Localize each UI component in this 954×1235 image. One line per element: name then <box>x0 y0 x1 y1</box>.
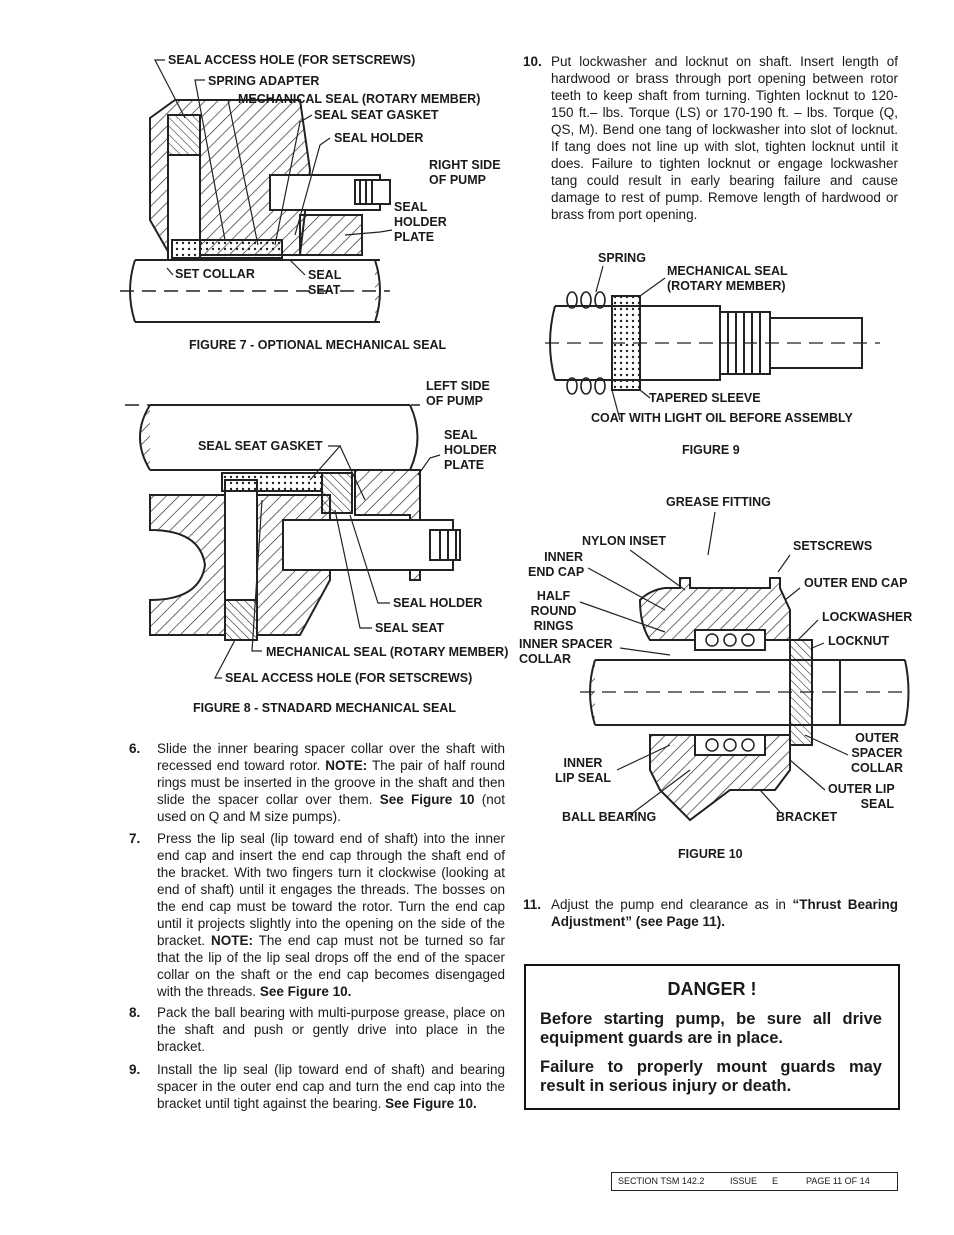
step-text: Slide the inner bearing spacer collar ov… <box>157 741 505 824</box>
fig8-label-seal-seat-gasket: SEAL SEAT GASKET <box>198 439 323 453</box>
fig7-label-seal-seat-gasket: SEAL SEAT GASKET <box>314 108 439 122</box>
fig10-label-locknut: LOCKNUT <box>828 634 890 648</box>
fig10-label-bracket: BRACKET <box>776 810 838 824</box>
fig8-label-mech-seal: MECHANICAL SEAL (ROTARY MEMBER) <box>266 645 509 659</box>
step-text: Pack the ball bearing with multi-purpose… <box>157 1005 505 1054</box>
fig9-label-coat-oil: COAT WITH LIGHT OIL BEFORE ASSEMBLY <box>591 411 853 425</box>
danger-title: DANGER ! <box>667 979 757 999</box>
figure-9-caption: FIGURE 9 <box>682 443 740 457</box>
fig7-label-seal-holder: SEAL HOLDER <box>334 131 424 145</box>
footer-issue-label: ISSUE <box>730 1176 758 1186</box>
step-text: Adjust the pump end clearance as in “Thr… <box>551 897 898 929</box>
fig10-label-lockwasher: LOCKWASHER <box>822 610 913 624</box>
fig7-label-set-collar: SET COLLAR <box>175 267 255 281</box>
fig8-label-seal-seat: SEAL SEAT <box>375 621 444 635</box>
footer-issue-value: E <box>772 1176 779 1186</box>
danger-text-1: Before starting pump, be sure all drive … <box>540 1010 882 1047</box>
step-number: 10. <box>523 54 542 69</box>
footer-page: PAGE 11 OF 14 <box>806 1176 870 1186</box>
fig10-label-outer-end-cap: OUTER END CAP <box>804 576 908 590</box>
step-number: 11. <box>523 897 542 912</box>
danger-box: DANGER ! Before starting pump, be sure a… <box>524 964 900 1110</box>
fig7-label-mech-seal: MECHANICAL SEAL (ROTARY MEMBER) <box>238 92 481 106</box>
fig8-label-seal-holder: SEAL HOLDER <box>393 596 483 610</box>
fig9-label-mech-seal: MECHANICAL SEAL(ROTARY MEMBER) <box>667 264 788 293</box>
footer-section: SECTION TSM 142.2 <box>618 1176 705 1186</box>
step-text: Press the lip seal (lip toward end of sh… <box>157 831 505 999</box>
figure-7-caption: FIGURE 7 - OPTIONAL MECHANICAL SEAL <box>189 338 447 352</box>
step-text: Install the lip seal (lip toward end of … <box>157 1062 505 1111</box>
figure-10-caption: FIGURE 10 <box>678 847 743 861</box>
page-footer: SECTION TSM 142.2 ISSUE E PAGE 11 OF 14 <box>611 1172 898 1191</box>
step-text: Put lockwasher and locknut on shaft. Ins… <box>551 54 898 222</box>
fig7-label-seal-access-hole: SEAL ACCESS HOLE (FOR SETSCREWS) <box>168 53 416 67</box>
fig10-label-setscrews: SETSCREWS <box>793 539 873 553</box>
fig10-label-grease-fitting: GREASE FITTING <box>666 495 771 509</box>
fig10-label-ball-bearing: BALL BEARING <box>562 810 657 824</box>
step-number: 9. <box>129 1062 141 1077</box>
fig9-label-spring: SPRING <box>598 251 646 265</box>
fig9-label-tapered-sleeve: TAPERED SLEEVE <box>649 391 761 405</box>
fig10-label-nylon-inset: NYLON INSET <box>582 534 667 548</box>
danger-text-2: Failure to properly mount guards may res… <box>540 1058 882 1095</box>
step-number: 7. <box>129 831 141 846</box>
figure-8-caption: FIGURE 8 - STNADARD MECHANICAL SEAL <box>193 701 456 715</box>
step-number: 6. <box>129 741 141 756</box>
fig7-label-spring-adapter: SPRING ADAPTER <box>208 74 320 88</box>
fig8-label-seal-access-hole: SEAL ACCESS HOLE (FOR SETSCREWS) <box>225 671 473 685</box>
step-number: 8. <box>129 1005 141 1020</box>
